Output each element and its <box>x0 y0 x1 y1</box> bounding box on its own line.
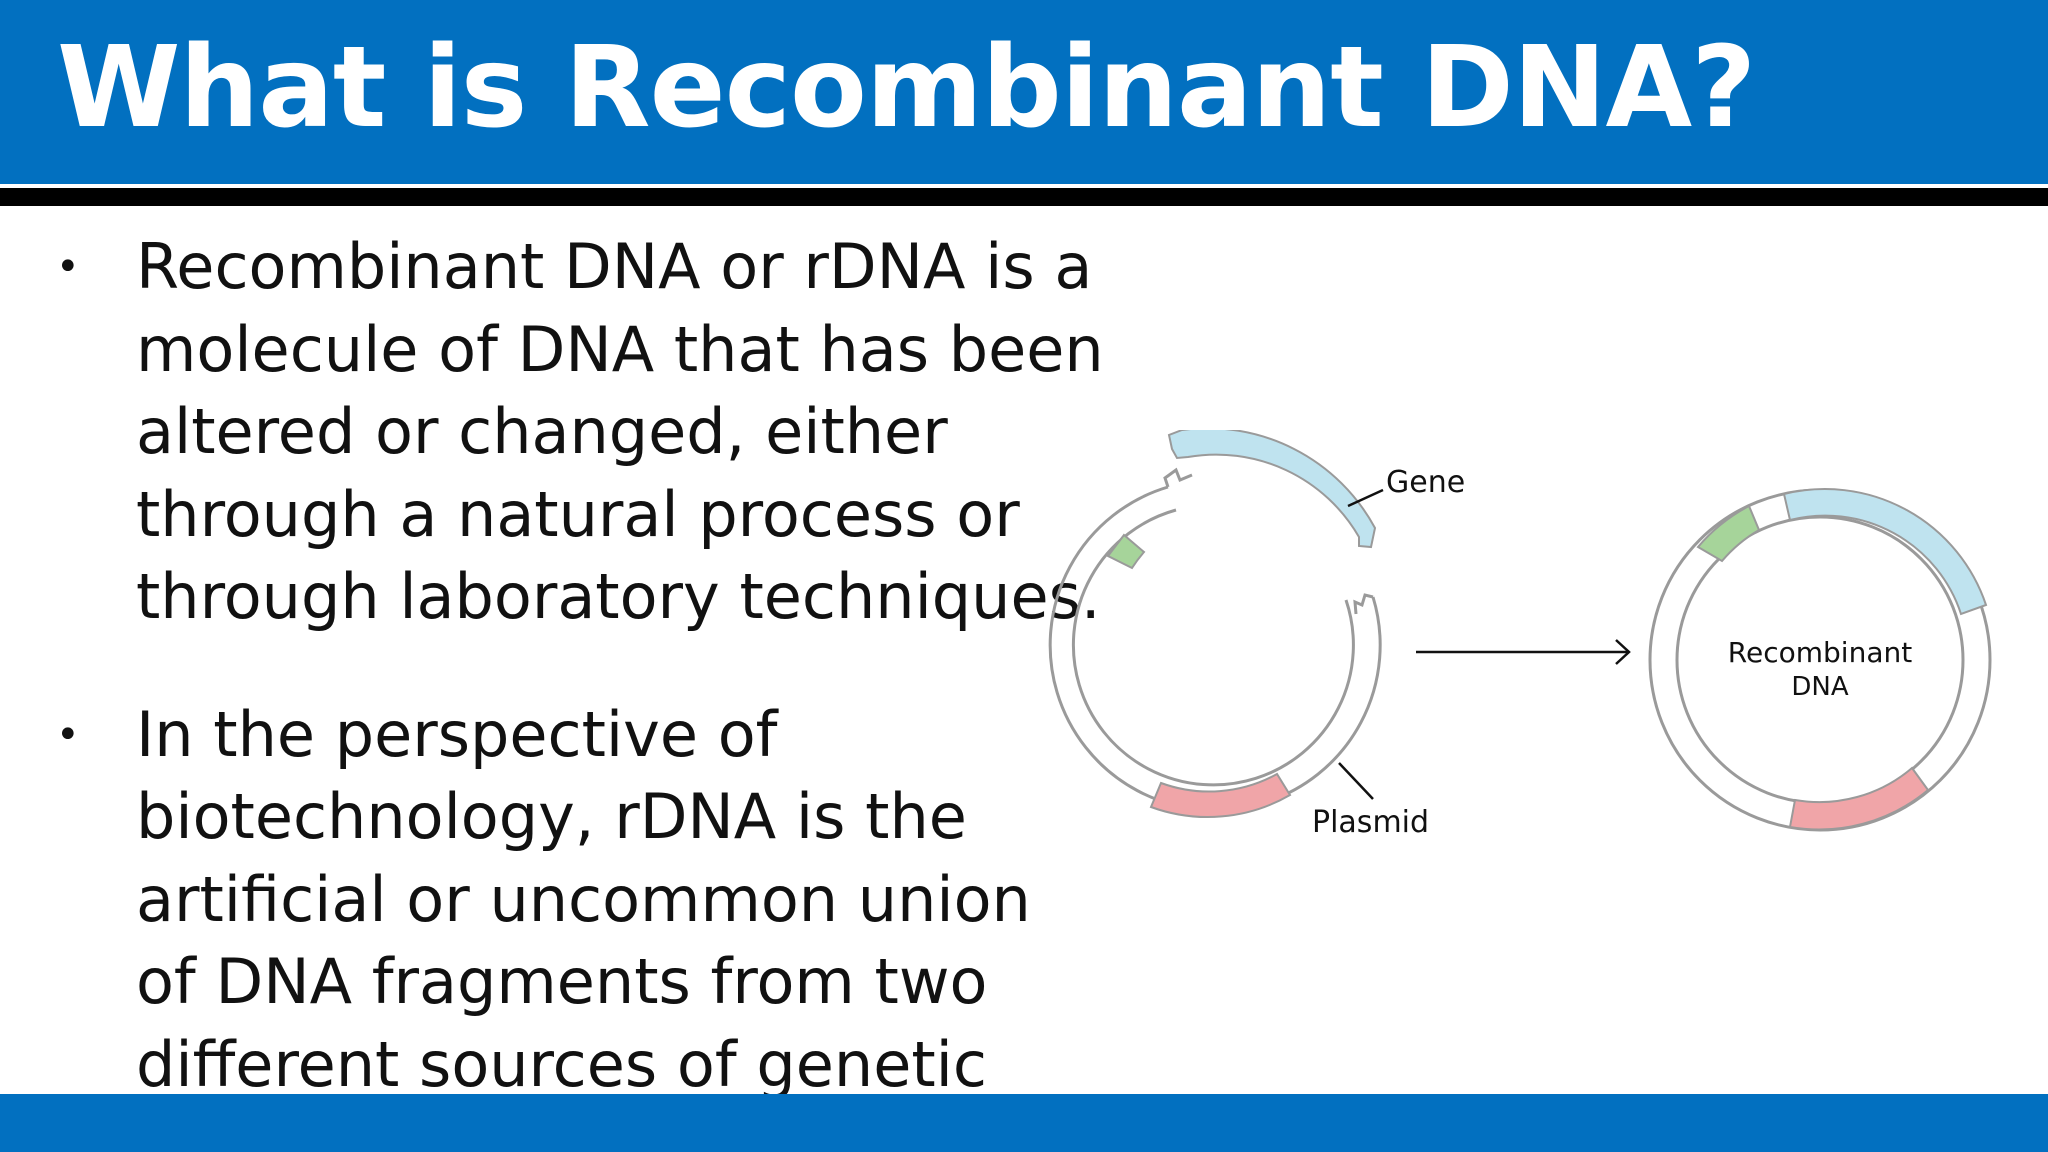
green-segment <box>1106 533 1146 570</box>
title-divider <box>0 188 2048 206</box>
recombinant-ring: Recombinant DNA <box>1648 488 1992 832</box>
slide-body: • Recombinant DNA or rDNA is a molecule … <box>0 206 2048 1094</box>
gene-fragment <box>1167 430 1377 549</box>
red-segment <box>1149 772 1292 818</box>
plasmid-label: Plasmid <box>1312 805 1429 840</box>
recombinant-label-line1: Recombinant <box>1728 636 1912 669</box>
gene-pointer <box>1347 488 1384 508</box>
gene-label: Gene <box>1386 465 1465 500</box>
recombinant-label-line2: DNA <box>1791 672 1848 702</box>
bullet-text: In the perspective of biotechnology, rDN… <box>136 697 1031 1095</box>
recombinant-gene-segment <box>1782 488 1988 616</box>
title-bar: What is Recombinant DNA? <box>0 0 2048 184</box>
footer-bar <box>0 1094 2048 1152</box>
bullet-marker: • <box>56 711 80 758</box>
recombinant-green-segment <box>1696 504 1761 563</box>
slide-title: What is Recombinant DNA? <box>57 23 1756 153</box>
bullet-list: • Recombinant DNA or rDNA is a molecule … <box>56 226 1106 1094</box>
recombinant-red-segment <box>1788 766 1930 831</box>
plasmid-ring <box>1048 467 1382 812</box>
bullet-marker: • <box>56 244 80 290</box>
right-arrow-icon <box>1416 639 1631 665</box>
recombinant-dna-diagram: Gene Plasmid Recombinant DNA <box>1048 430 1992 840</box>
bullet-item: • In the perspective of biotechnology, r… <box>56 694 1106 1095</box>
bullet-text: Recombinant DNA or rDNA is a molecule of… <box>136 230 1104 633</box>
bullet-item: • Recombinant DNA or rDNA is a molecule … <box>56 226 1106 639</box>
plasmid-pointer <box>1338 762 1374 800</box>
